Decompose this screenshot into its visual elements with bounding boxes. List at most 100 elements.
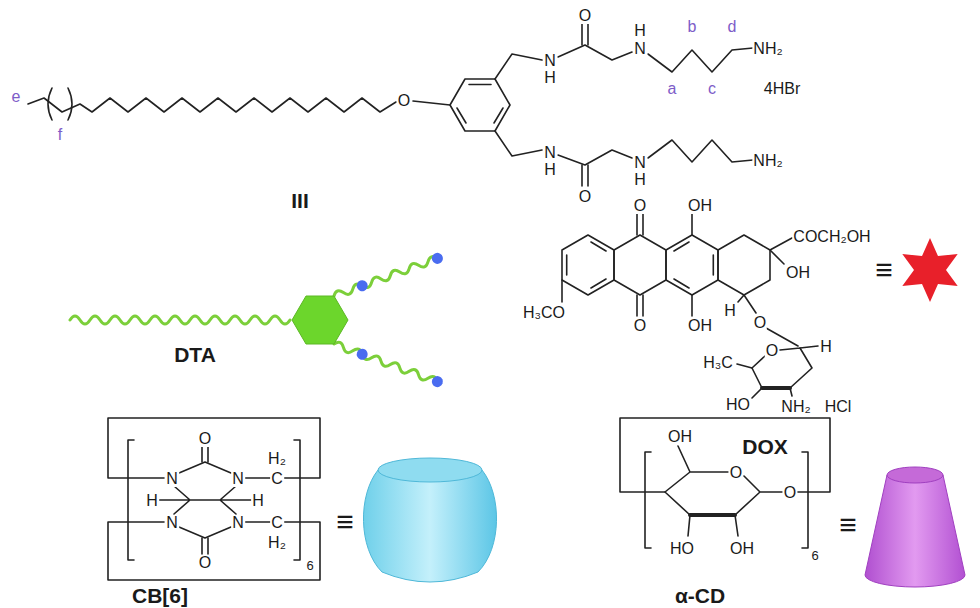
atom-label: N [633,155,647,171]
cd-opening [887,467,943,483]
carbonyl [637,214,643,316]
amine-chain [648,48,753,72]
atom-label: O [578,8,592,24]
amine-dot [355,347,369,361]
atom-label: H₃C [702,355,734,371]
equivalence-sign: ≡ [335,507,355,537]
aromatic-bonds [567,242,714,288]
atom-label: H [145,493,159,509]
compound-name: III [290,190,310,211]
repeat-bracket [48,88,72,120]
atom-label: OH [687,318,713,334]
compound-name: DOX [741,436,789,457]
atom-label: C [270,471,284,487]
dta-tail [70,316,290,324]
ring [718,235,770,295]
repeat-count: 6 [810,549,819,562]
carbonyl [202,446,208,554]
lower-arm [558,150,632,165]
atom-label: NH₂ [752,153,783,169]
lower-arm [495,131,542,156]
atom-label: HO [669,541,695,557]
glucose-ring [665,446,782,536]
atom-label: HCl [824,399,853,415]
cd-cone [865,475,965,587]
atom-label: H [543,162,557,178]
dta-arm [333,255,439,299]
atom-label: O [633,318,647,334]
atom-label: C [270,515,284,531]
atom-label: O [397,93,411,109]
atom-label: OH [687,198,713,214]
atom-label: H [633,172,647,188]
glycoluril [159,462,270,538]
benzene-ring [450,79,510,131]
atom-label: O [753,315,767,331]
position-letter: e [11,89,22,105]
position-letter: c [707,81,717,97]
atom-label: N [165,471,179,487]
ring [614,235,666,295]
compound-name: DTA [173,344,217,365]
atom-label: O [765,343,779,359]
ether-bond [413,101,450,105]
macrocycle-frame [108,418,320,478]
cb6-barrel [363,470,496,582]
atom-label: H [819,339,833,355]
bonds [562,214,798,346]
equivalence-sign: ≡ [874,255,894,285]
atom-label: O [198,431,212,447]
carbonyl [582,165,588,186]
atom-label: N [165,515,179,531]
amine-dot [355,279,369,293]
macrocycle-frame [108,522,320,580]
atom-label: NH₂ [780,399,811,415]
cb6-opening [378,458,482,482]
compound-name: CB[6] [131,584,189,605]
atom-label: HO [725,397,751,413]
position-letter: f [57,127,63,143]
atom-label: N [543,145,557,161]
equivalence-sign: ≡ [838,510,858,540]
atom-label: H₃CO [522,305,566,321]
atom-label: N [231,471,245,487]
repeat-bracket [645,452,808,548]
sugar-front-bond [762,386,790,390]
atom-label: O [578,189,592,205]
atom-label: H [633,23,647,39]
amine-chain [648,140,753,162]
atom-label: O [729,465,743,481]
dox-star [902,238,957,302]
atom-label: OH [667,429,693,445]
atom-label: H [543,70,557,86]
atom-label: H [251,493,265,509]
atom-label: N [231,515,245,531]
atom-label: H₂ [267,535,287,551]
atom-label: 4HBr [763,81,801,97]
macrocycle-frame [620,418,830,492]
atom-label: N [633,41,647,57]
repeat-count: 6 [305,559,314,572]
atom-label: O [783,485,797,501]
position-letter: b [687,19,698,35]
compound-name: α-CD [674,584,726,605]
amine-dot [430,251,444,265]
dta-arm [333,341,439,385]
atom-label: O [633,198,647,214]
atom-label: H [723,303,737,319]
atom-label: H₂ [267,451,287,467]
ring [562,235,614,295]
atom-label: COCH₂OH [792,229,871,245]
atom-label: O [198,555,212,571]
repeat-bracket [128,440,300,560]
atom-label: NH₂ [752,41,783,57]
amine-dot [430,375,444,389]
atom-label: OH [729,541,755,557]
alkyl-chain [28,98,396,112]
atom-label: OH [785,265,811,281]
aromatic-bonds [457,85,503,124]
ring [666,235,718,295]
sugar-ring [752,348,812,388]
